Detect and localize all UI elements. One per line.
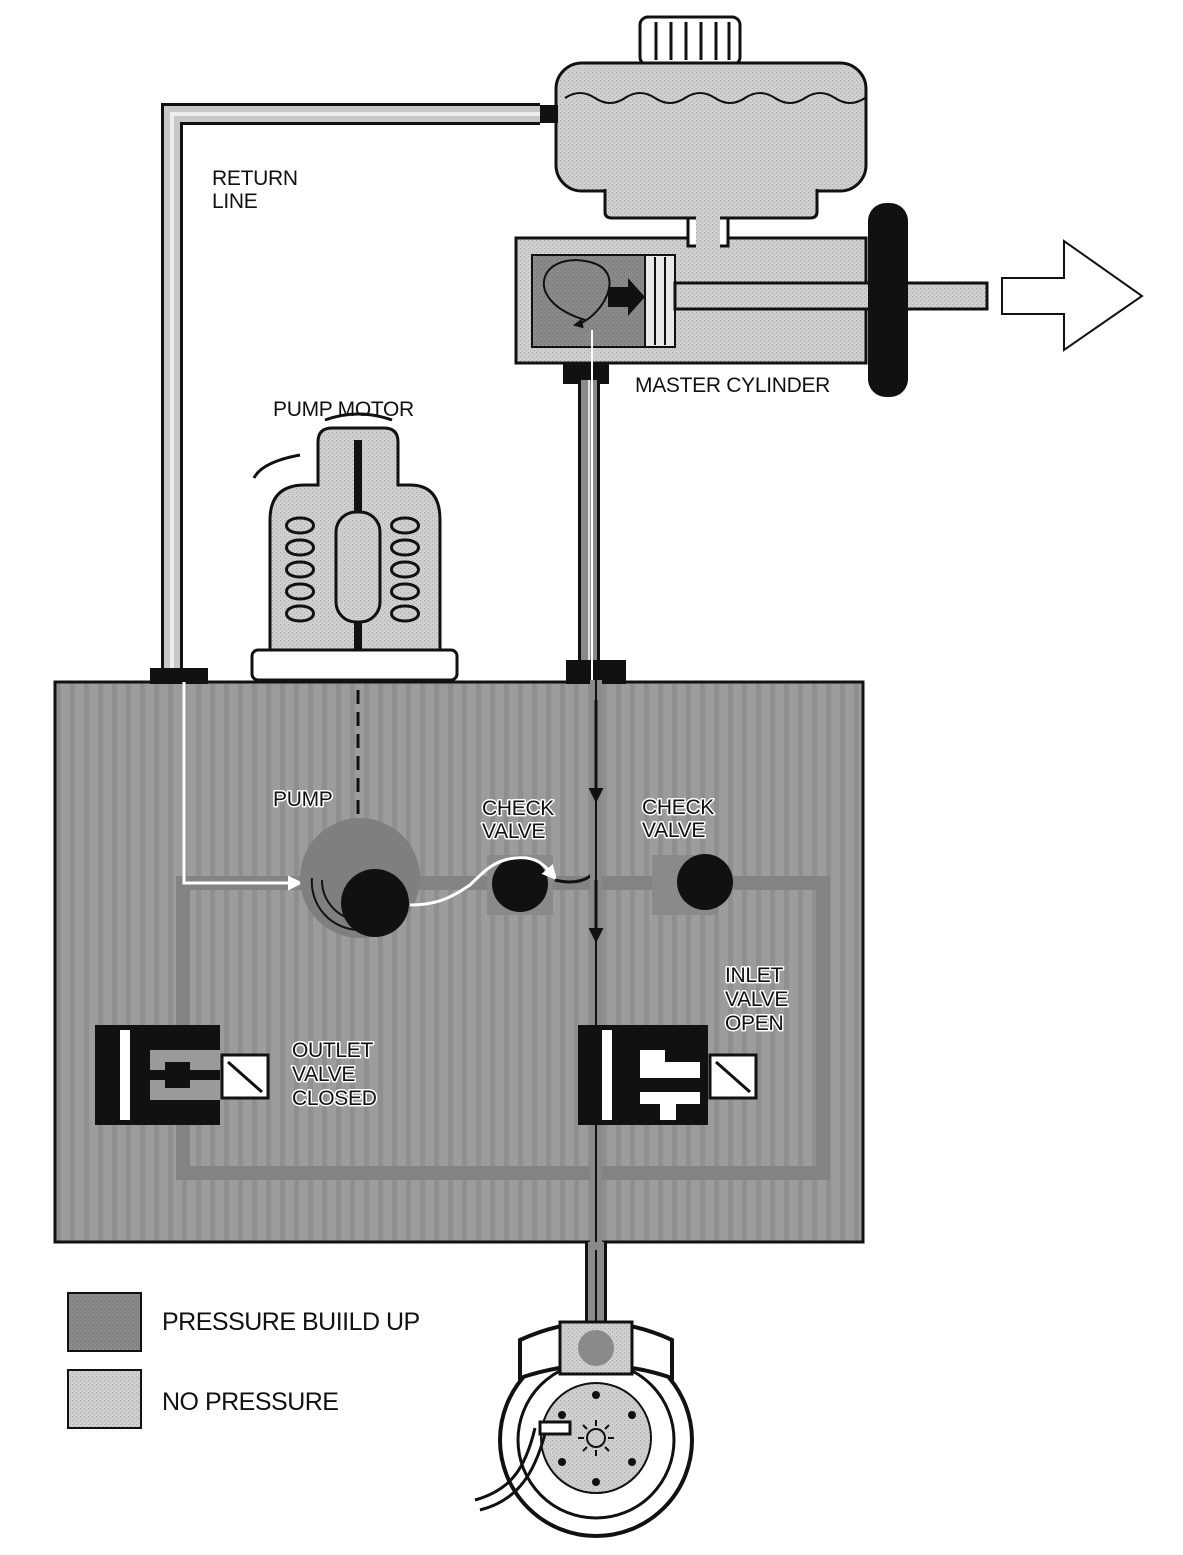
wheel-brake (474, 1320, 694, 1538)
pump-motor (250, 412, 459, 682)
label-inlet-valve: INLET VALVE OPEN (725, 964, 794, 1035)
reservoir (540, 15, 868, 220)
pump-rotor (341, 869, 409, 937)
pump (300, 818, 420, 938)
labels: RETURN LINE MASTER CYLINDER PUMP MOTOR P… (212, 167, 830, 1112)
push-rod (673, 281, 989, 311)
motor-coil-left (285, 516, 315, 623)
label-outlet-valve: OUTLET VALVE CLOSED (292, 1039, 378, 1110)
return-line (161, 103, 540, 680)
master-cylinder (514, 203, 989, 397)
pump-motor-base (250, 648, 459, 682)
armature (334, 510, 382, 624)
hub-sun-icon (578, 1420, 614, 1456)
legend-swatch-no-pressure (67, 1369, 142, 1429)
mc-port (563, 362, 609, 384)
motion-lines-icon (252, 412, 393, 479)
swirl-icon (542, 259, 611, 329)
pedal-force-arrow-icon (1001, 239, 1144, 352)
label-return-line: RETURN LINE (212, 167, 303, 213)
wheel-hub (540, 1382, 652, 1494)
legend-label-no-pressure: NO PRESSURE (162, 1388, 338, 1416)
label-check-valve-right: CHECK VALVE (642, 796, 720, 842)
sensor-cable (474, 1427, 547, 1512)
check-valve-right (652, 854, 733, 915)
cap-ridges (654, 22, 731, 60)
inlet-valve (578, 1025, 758, 1125)
motor-coil-right (390, 516, 420, 623)
wheel-speed-sensor (538, 1420, 572, 1436)
reservoir-port (540, 105, 558, 123)
piston-arrow-icon (608, 278, 645, 316)
return-flow-line (182, 682, 303, 891)
legend: PRESSURE BUIILD UP NO PRESSURE (67, 1292, 420, 1429)
reservoir-body (554, 61, 868, 193)
outlet-solenoid-icon (220, 1053, 270, 1100)
label-pump: PUMP (273, 788, 332, 811)
label-check-valve-left: CHECK VALVE (482, 797, 560, 843)
legend-label-pressure: PRESSURE BUIILD UP (162, 1308, 420, 1336)
label-pump-motor: PUMP MOTOR (273, 398, 414, 421)
outlet-valve (95, 1025, 270, 1125)
legend-swatch-pressure (67, 1292, 142, 1352)
pump-flow-line (409, 856, 557, 907)
check-valve-left (487, 855, 553, 915)
inlet-solenoid-icon (708, 1053, 758, 1100)
brake-pedal (868, 203, 908, 397)
piston (644, 254, 676, 348)
hydraulic-unit (53, 660, 865, 1244)
label-master-cylinder: MASTER CYLINDER (635, 374, 830, 397)
fluid-wave (564, 92, 866, 104)
